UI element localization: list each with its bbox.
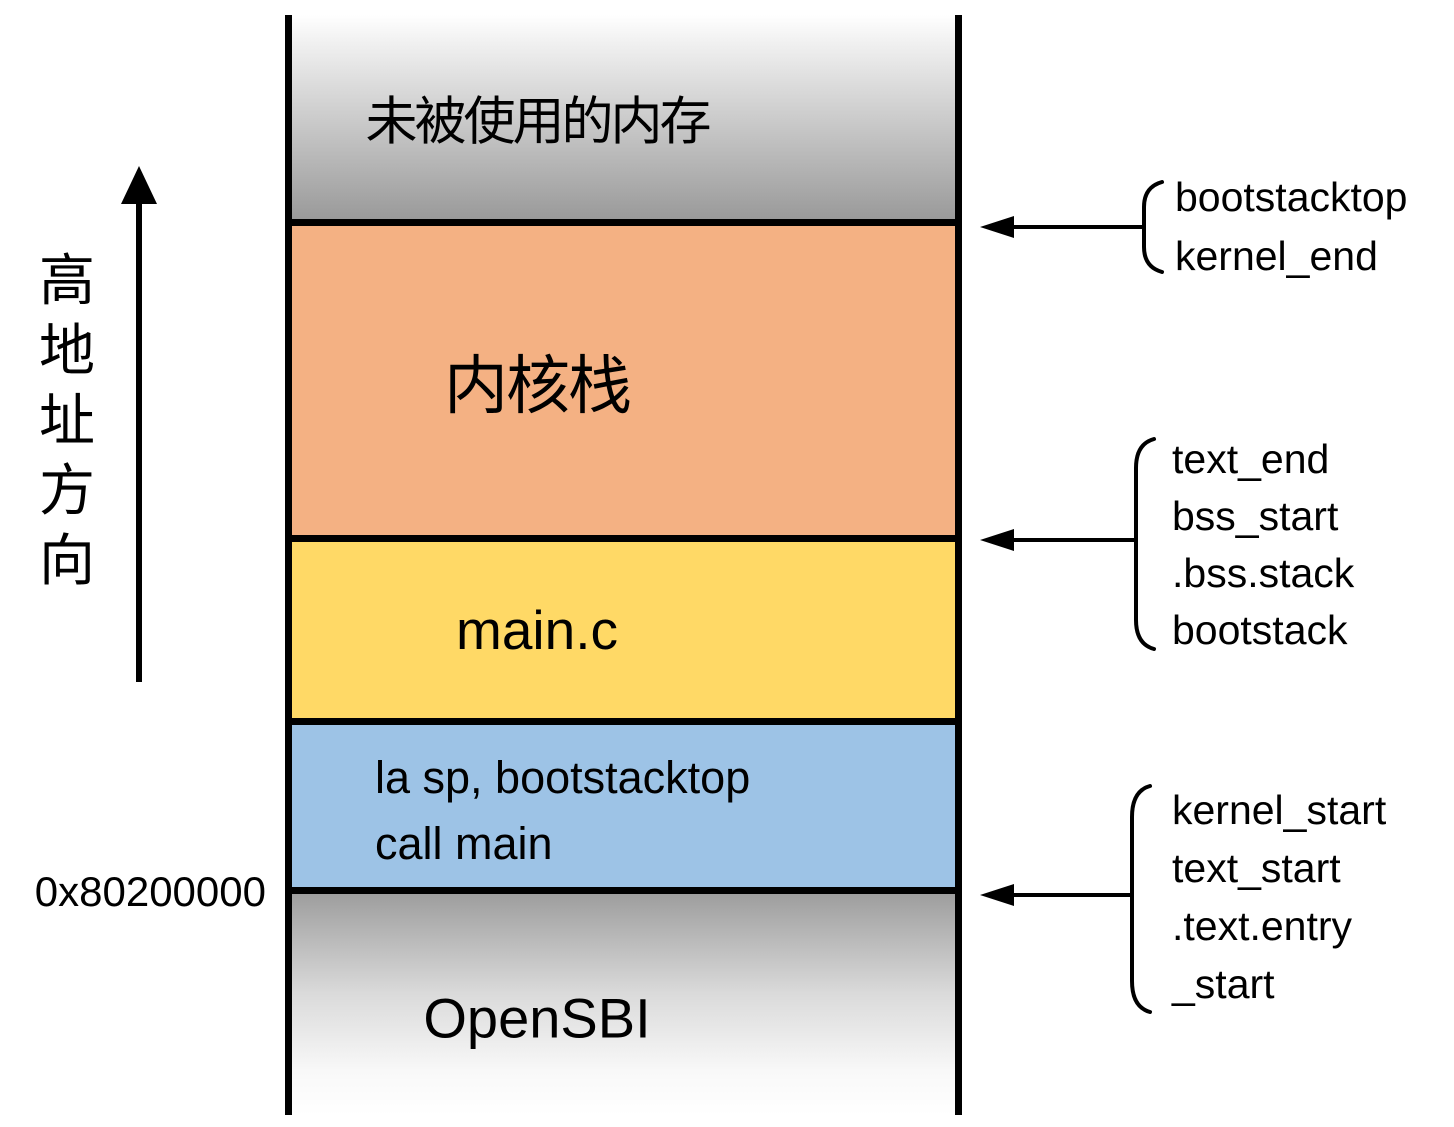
- section-kernel-stack-label: 内核栈: [444, 349, 632, 422]
- section-kernel-stack: 内核栈: [292, 226, 955, 535]
- section-main-c-label: main.c: [456, 599, 618, 661]
- entry-asm-line-1: la sp, bootstacktop: [375, 752, 751, 803]
- left-arrow-icon: [980, 216, 1142, 238]
- boundary-kernel-start-line: [285, 887, 962, 894]
- column-left-border: [285, 15, 292, 1115]
- symbol-label: _start: [1172, 961, 1275, 1007]
- base-address-label: 0x80200000: [34, 868, 266, 915]
- symbol-label: text_end: [1172, 436, 1330, 482]
- brace-icon: [1142, 180, 1164, 274]
- boundary-text-end-line: [285, 535, 962, 542]
- left-arrow-icon: [980, 884, 1132, 906]
- section-opensbi-label: OpenSBI: [423, 986, 651, 1050]
- symbol-label: kernel_start: [1172, 787, 1387, 833]
- boundary-main-entry-line: [285, 718, 962, 725]
- section-entry-asm: la sp, bootstacktop call main: [292, 725, 955, 887]
- left-arrow-icon: [980, 529, 1135, 551]
- symbol-label: kernel_end: [1175, 233, 1378, 279]
- entry-asm-line-2: call main: [375, 818, 553, 869]
- symbol-label: .text.entry: [1172, 903, 1353, 949]
- symbol-label: bootstack: [1172, 607, 1348, 653]
- brace-icon: [1130, 784, 1152, 1014]
- symbol-label: .bss.stack: [1172, 550, 1355, 596]
- annotation-text-end: text_end bss_start .bss.stack bootstack: [1172, 431, 1354, 659]
- symbol-label: bootstacktop: [1175, 174, 1408, 220]
- annotation-kernel-end: bootstacktop kernel_end: [1175, 168, 1408, 286]
- section-unused-memory-label: 未被使用的内存: [365, 93, 711, 152]
- section-unused-memory: 未被使用的内存: [292, 15, 955, 219]
- symbol-label: text_start: [1172, 845, 1341, 891]
- high-address-direction-label: 高地址方向: [39, 249, 95, 592]
- boundary-kernel-end-line: [285, 219, 962, 226]
- up-arrow-icon: [121, 166, 157, 682]
- annotation-kernel-start: kernel_start text_start .text.entry _sta…: [1172, 781, 1386, 1013]
- symbol-label: bss_start: [1172, 493, 1339, 539]
- section-opensbi: OpenSBI: [292, 894, 955, 1115]
- brace-icon: [1134, 437, 1156, 651]
- column-right-border: [955, 15, 962, 1115]
- section-main-c: main.c: [292, 542, 955, 718]
